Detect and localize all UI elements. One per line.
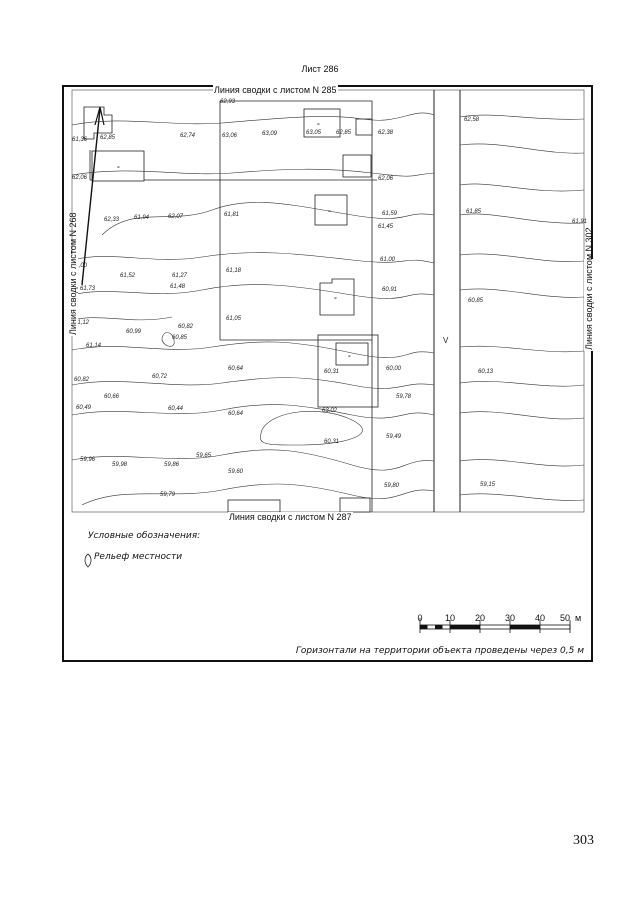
svg-text:59,65: 59,65 [196, 453, 212, 459]
svg-text:62,85: 62,85 [100, 135, 116, 141]
svg-text:60,82: 60,82 [74, 377, 90, 383]
svg-text:62,38: 62,38 [378, 130, 394, 136]
svg-text:61,27: 61,27 [172, 273, 188, 279]
svg-text:59,86: 59,86 [164, 462, 180, 468]
sheet-title: Лист 286 [301, 64, 339, 74]
svg-text:61,85: 61,85 [466, 209, 482, 215]
svg-text:61,45: 61,45 [378, 224, 394, 230]
legend-relief: Рельеф местности [80, 552, 182, 562]
svg-text:61,73: 61,73 [80, 286, 96, 292]
plot-parcel-south [317, 334, 379, 408]
svg-text:61,91: 61,91 [572, 219, 587, 225]
building [335, 342, 369, 366]
north-arrow [81, 108, 101, 286]
svg-text:62,06: 62,06 [72, 175, 88, 181]
edge-label-left: Линия сводки с листом N 268 [68, 212, 78, 336]
building [339, 497, 371, 513]
elevation-labels: 62,93 62,74 63,06 63,09 63,05 62,85 62,3… [72, 99, 587, 498]
svg-text:61,36: 61,36 [72, 137, 88, 143]
scale-unit: м [575, 613, 582, 623]
scale-tick-10: 10 [444, 613, 456, 623]
svg-text:59,15: 59,15 [480, 482, 496, 488]
svg-text:59,98: 59,98 [112, 462, 128, 468]
svg-text:59,49: 59,49 [386, 434, 402, 440]
svg-text:60,44: 60,44 [168, 406, 184, 412]
building [319, 278, 355, 316]
svg-text:60,64: 60,64 [228, 366, 244, 372]
legend-relief-label: Рельеф местности [94, 552, 183, 562]
edge-label-top: Линия сводки с листом N 285 [213, 85, 338, 95]
svg-text:60,72: 60,72 [152, 374, 168, 380]
svg-text:60,13: 60,13 [478, 369, 494, 375]
svg-text:ж: ж [317, 121, 320, 126]
svg-text:61,12: 61,12 [74, 320, 90, 326]
svg-text:62,85: 62,85 [336, 130, 352, 136]
svg-text:ж: ж [117, 164, 120, 169]
svg-text:61,59: 61,59 [382, 211, 398, 217]
svg-text:61,18: 61,18 [226, 268, 242, 274]
svg-text:ж: ж [328, 208, 331, 213]
svg-text:61,00: 61,00 [380, 257, 396, 263]
legend-title: Условные обозначения: [88, 531, 201, 541]
edge-label-right: Линия сводки с листом N 302 [584, 227, 594, 351]
svg-text:60,91: 60,91 [382, 287, 397, 293]
building [355, 118, 373, 136]
svg-text:61,81: 61,81 [224, 212, 239, 218]
svg-text:60,00: 60,00 [386, 366, 402, 372]
scale-tick-40: 40 [534, 613, 546, 623]
svg-text:63,06: 63,06 [222, 133, 238, 139]
contour-lines [71, 112, 585, 506]
svg-text:61,52: 61,52 [120, 273, 136, 279]
svg-text:60,66: 60,66 [104, 394, 120, 400]
svg-text:61,00: 61,00 [72, 263, 88, 269]
svg-text:61,05: 61,05 [226, 316, 242, 322]
svg-text:61,48: 61,48 [170, 284, 186, 290]
scale-tick-30: 30 [504, 613, 516, 623]
svg-text:60,85: 60,85 [468, 298, 484, 304]
building [227, 499, 281, 513]
page-number: 303 [573, 833, 594, 848]
svg-text:ж: ж [334, 295, 337, 300]
scale-bar [419, 618, 571, 633]
svg-text:60,31: 60,31 [324, 369, 339, 375]
svg-text:ж: ж [348, 353, 351, 358]
svg-text:62,07: 62,07 [168, 214, 184, 220]
contour-interval-note: Горизонтали на территории объекта провед… [295, 646, 584, 656]
plot-boundary [220, 100, 373, 512]
building [91, 150, 145, 182]
building [303, 108, 341, 138]
svg-text:59,96: 59,96 [80, 457, 96, 463]
svg-text:63,02: 63,02 [322, 408, 338, 414]
building [342, 154, 372, 178]
svg-text:62,93: 62,93 [220, 99, 236, 105]
road-marker: V [443, 336, 449, 345]
svg-text:62,06: 62,06 [378, 176, 394, 182]
svg-text:60,31: 60,31 [324, 439, 339, 445]
relief-legend-icon [84, 553, 92, 568]
svg-text:59,80: 59,80 [384, 483, 400, 489]
svg-text:60,99: 60,99 [126, 329, 142, 335]
svg-text:60,49: 60,49 [76, 405, 92, 411]
svg-text:63,09: 63,09 [262, 131, 278, 137]
svg-text:60,64: 60,64 [228, 411, 244, 417]
svg-text:62,74: 62,74 [180, 133, 196, 139]
north-arrow-head [94, 106, 105, 126]
svg-text:61,14: 61,14 [86, 343, 102, 349]
edge-label-bottom: Линия сводки с листом N 287 [228, 512, 353, 522]
scale-tick-20: 20 [474, 613, 486, 623]
svg-text:59,60: 59,60 [228, 469, 244, 475]
svg-text:60,82: 60,82 [178, 324, 194, 330]
svg-text:61,94: 61,94 [134, 215, 150, 221]
svg-text:62,33: 62,33 [104, 217, 120, 223]
svg-text:63,05: 63,05 [306, 130, 322, 136]
svg-text:59,78: 59,78 [396, 394, 412, 400]
scale-tick-50: 50 [559, 613, 571, 623]
svg-text:60,85: 60,85 [172, 335, 188, 341]
svg-text:59,79: 59,79 [160, 492, 176, 498]
topographic-map: V [71, 89, 587, 633]
scale-tick-0: 0 [417, 613, 423, 623]
building [314, 194, 348, 226]
svg-text:62,58: 62,58 [464, 117, 480, 123]
